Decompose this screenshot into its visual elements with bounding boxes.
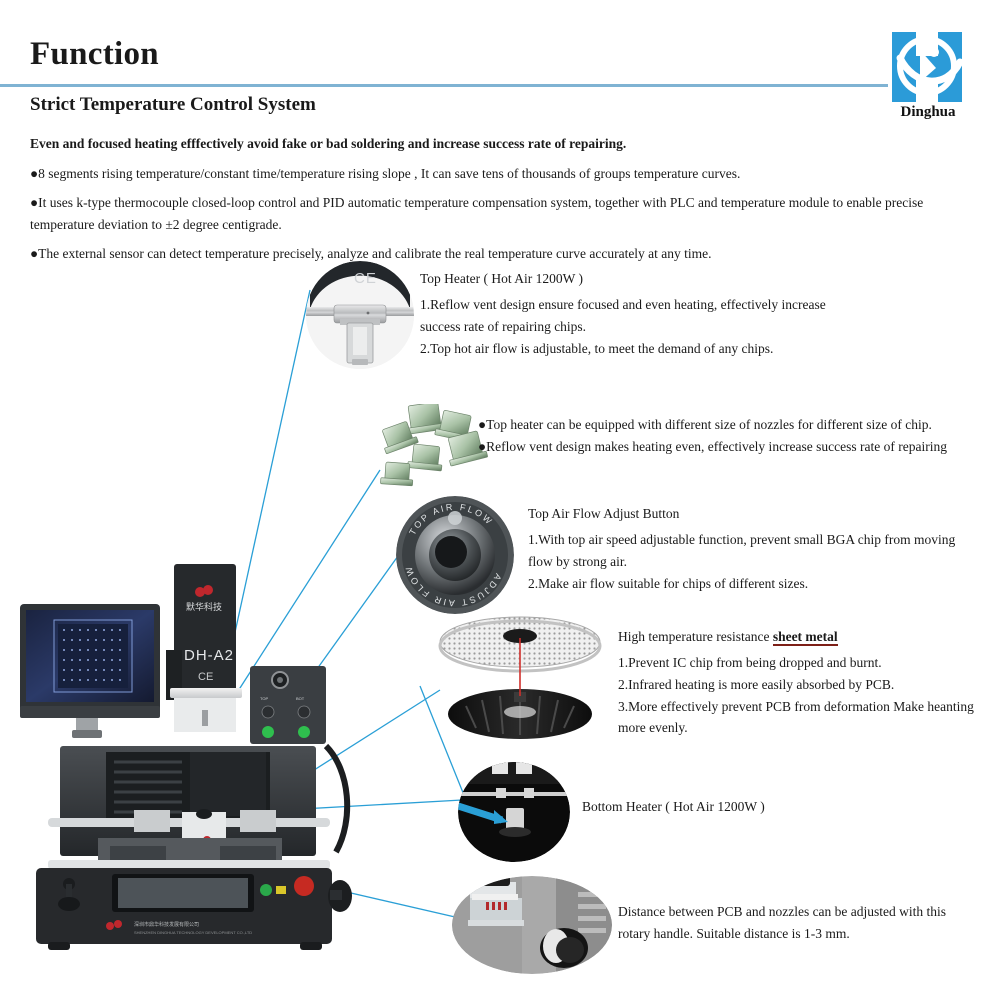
dinghua-logo <box>874 28 982 132</box>
sheet-metal-line-2: 2.Infrared heating is more easily absorb… <box>618 676 895 692</box>
bga-rework-machine-photo: 默华科技 DH-A2 CE TOP BOT <box>14 560 364 960</box>
intro-bullet-1: ●8 segments rising temperature/constant … <box>30 163 980 185</box>
sheet-metal-line-1: 1.Prevent IC chip from being dropped and… <box>618 654 882 670</box>
sheet-metal-line-3: 3.More effectively prevent PCB from defo… <box>618 698 974 714</box>
bottom-heater-heading: Bottom Heater ( Hot Air 1200W ) <box>582 799 765 814</box>
rotary-handle-photo <box>452 876 612 974</box>
svg-text:默华科技: 默华科技 <box>186 601 222 612</box>
sheet-metal-photo <box>432 616 608 740</box>
bullet-dot: ● <box>30 245 39 261</box>
air-flow-heading: Top Air Flow Adjust Button <box>528 506 680 521</box>
header-divider <box>0 84 888 87</box>
top-heater-text: Top Heater ( Hot Air 1200W ) 1.Reflow ve… <box>420 268 980 359</box>
air-flow-text: Top Air Flow Adjust Button 1.With top ai… <box>528 503 998 594</box>
air-flow-line-3: 2.Make air flow suitable for chips of di… <box>528 575 809 591</box>
top-heater-photo: CE <box>306 261 414 369</box>
svg-text:BOT: BOT <box>296 696 305 701</box>
svg-text:CE: CE <box>354 270 377 287</box>
svg-text:CE: CE <box>198 671 213 683</box>
intro-bullet-1-text: 8 segments rising temperature/constant t… <box>38 166 741 182</box>
section-subtitle: Strict Temperature Control System <box>30 94 316 115</box>
air-flow-knob-photo: TOP AIR FLOW ADJUST AIR FLOW <box>396 496 514 614</box>
top-heater-line-2: success rate of repairing chips. <box>420 318 587 334</box>
bullet-dot: ● <box>478 438 487 454</box>
sheet-metal-heading-prefix: High temperature resistance <box>618 629 773 644</box>
rotary-handle-line-1: Distance between PCB and nozzles can be … <box>618 904 947 919</box>
intro-bullet-2: ●It uses k-type thermocouple closed-loop… <box>30 192 980 236</box>
nozzles-bullet-1: ●Top heater can be equipped with differe… <box>478 414 998 436</box>
intro-lead: Even and focused heating efffectively av… <box>30 136 627 151</box>
svg-text:深圳市鼎华科技发展有限公司: 深圳市鼎华科技发展有限公司 <box>134 921 199 928</box>
sheet-metal-heading: High temperature resistance sheet metal <box>618 626 998 648</box>
intro-bullet-2-text: It uses k-type thermocouple closed-loop … <box>30 195 924 232</box>
bottom-heater-text: Bottom Heater ( Hot Air 1200W ) <box>582 796 912 822</box>
intro-bullet-3: ●The external sensor can detect temperat… <box>30 243 980 265</box>
air-flow-line-2: flow by strong air. <box>528 553 627 569</box>
sheet-metal-text: High temperature resistance sheet metal … <box>618 626 998 739</box>
page-title: Function <box>30 36 159 72</box>
sheet-metal-line-4: more evenly. <box>618 720 688 736</box>
bullet-dot: ● <box>478 417 487 432</box>
intro-block: Even and focused heating efffectively av… <box>30 134 980 272</box>
svg-text:SHENZHEN DINGHUA TECHNOLOGY DE: SHENZHEN DINGHUA TECHNOLOGY DEVELOPMENT … <box>134 930 252 935</box>
top-heater-line-3: 2.Top hot air flow is adjustable, to mee… <box>420 340 774 356</box>
nozzles-photo <box>378 404 490 492</box>
nozzles-text: ●Top heater can be equipped with differe… <box>478 414 998 458</box>
sheet-metal-emphasis: sheet metal <box>772 629 838 646</box>
intro-bullet-3-text: The external sensor can detect temperatu… <box>38 245 712 261</box>
rotary-handle-text: Distance between PCB and nozzles can be … <box>618 901 998 945</box>
rotary-handle-line-2: rotary handle. Suitable distance is 1-3 … <box>618 925 850 941</box>
svg-text:TOP: TOP <box>260 696 268 701</box>
top-heater-heading: Top Heater ( Hot Air 1200W ) <box>420 271 584 286</box>
air-flow-line-1: 1.With top air speed adjustable function… <box>528 531 956 547</box>
nozzles-bullet-1-text: Top heater can be equipped with differen… <box>486 417 932 432</box>
nozzles-bullet-2-text: Reflow vent design makes heating even, e… <box>486 438 947 454</box>
svg-text:DH-A2: DH-A2 <box>184 647 234 664</box>
bullet-dot: ● <box>30 166 39 182</box>
brand-name: Dinghua <box>900 104 956 120</box>
bullet-dot: ● <box>30 195 39 211</box>
top-heater-line-1: 1.Reflow vent design ensure focused and … <box>420 296 826 312</box>
nozzles-bullet-2: ●Reflow vent design makes heating even, … <box>478 436 998 458</box>
bottom-heater-photo <box>458 762 570 862</box>
